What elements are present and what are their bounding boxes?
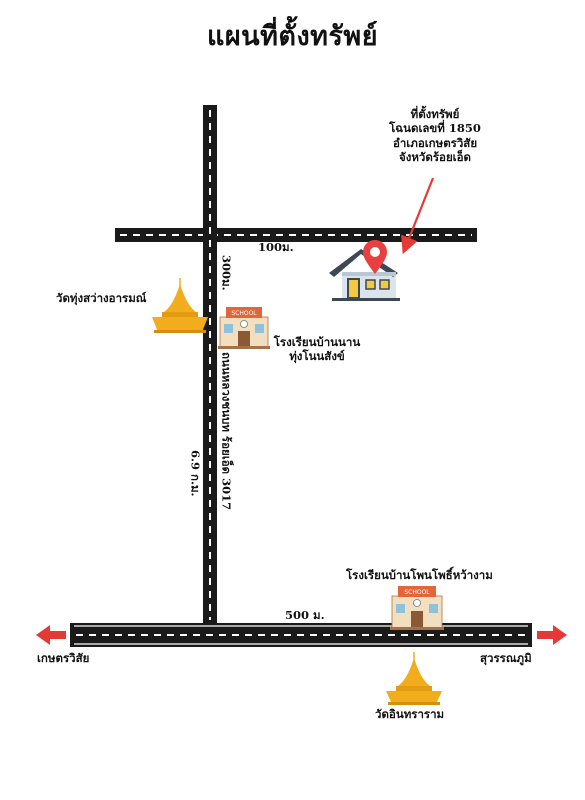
property-label-line: จังหวัดร้อยเอ็ด: [399, 150, 471, 165]
direction-right-label: สุวรรณภูมิ: [480, 651, 532, 665]
property-label-line: อำเภอเกษตรวิสัย: [392, 135, 478, 150]
temple-2-label: วัดอินทราราม: [375, 707, 445, 721]
school-sign-text: SCHOOL: [231, 310, 257, 317]
property-label-line: ที่ตั้งทรัพย์: [410, 107, 460, 121]
distance-label-6-9km: 6.9 ก.ม.: [188, 450, 203, 497]
upper-horizontal-road: [115, 228, 477, 242]
vertical-road: [203, 105, 217, 624]
location-pin-icon: [363, 240, 387, 274]
distance-label-300: 300ม.: [219, 255, 234, 291]
property-label-line: โฉนดเลขที่ 1850: [389, 121, 481, 136]
distance-label-100: 100ม.: [258, 240, 294, 254]
temple-1-label: วัดทุ่งสว่างอารมณ์: [56, 291, 147, 305]
road-name-label: ถนนหลวงชนบท ร้อยเอ็ด 3017: [219, 352, 234, 511]
temple-icon: [152, 278, 208, 333]
house-icon: [329, 249, 400, 301]
direction-left-label: เกษตรวิสัย: [37, 651, 90, 665]
school-1-label: โรงเรียนบ้านนาน ทุ่งโนนสังข์: [262, 335, 372, 364]
temple-icon: [386, 652, 442, 705]
pointer-arrow: [401, 177, 435, 255]
school-1-label-line: ทุ่งโนนสังข์: [289, 349, 345, 364]
arrow-left-icon: [36, 625, 66, 645]
school-1-label-line: โรงเรียนบ้านนาน: [273, 335, 361, 349]
arrow-right-icon: [537, 625, 567, 645]
school-sign-text: SCHOOL: [404, 589, 430, 596]
distance-label-500: 500 ม.: [285, 608, 325, 622]
school-2-label: โรงเรียนบ้านโพนโพธิ์หว้างาม: [346, 568, 493, 582]
school-icon: SCHOOL: [390, 586, 444, 630]
school-icon: SCHOOL: [218, 307, 270, 349]
main-highway: [70, 623, 532, 647]
page-title: แผนที่ตั้งทรัพย์: [206, 21, 379, 52]
property-label: ที่ตั้งทรัพย์ โฉนดเลขที่ 1850 อำเภอเกษตร…: [370, 107, 500, 165]
